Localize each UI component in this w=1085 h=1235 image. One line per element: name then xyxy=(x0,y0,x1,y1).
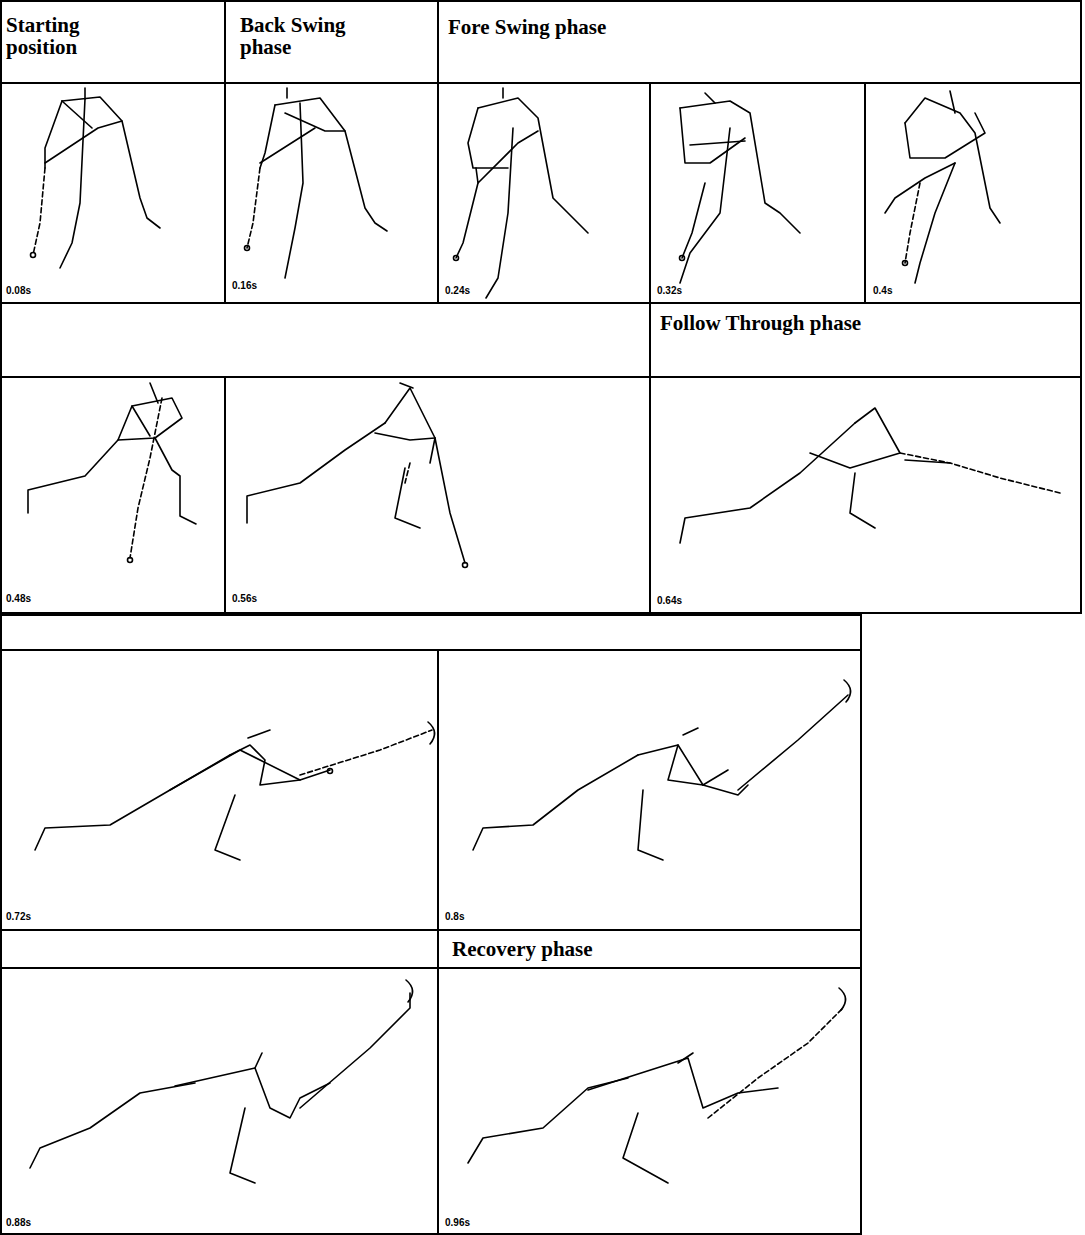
body-segment xyxy=(300,730,432,775)
body-segment xyxy=(473,755,638,850)
stick-figures xyxy=(28,88,1060,1183)
body-segment xyxy=(680,101,800,233)
body-segment xyxy=(247,168,260,248)
body-segment xyxy=(486,128,513,298)
body-segment xyxy=(230,745,300,785)
body-segment xyxy=(275,98,387,231)
body-segment xyxy=(905,98,1000,223)
body-segment xyxy=(810,408,900,468)
bracket-mark xyxy=(844,680,851,702)
body-segment xyxy=(705,93,715,103)
body-segment xyxy=(285,103,303,278)
time-label: 0.8s xyxy=(444,912,465,923)
body-segment xyxy=(950,91,955,113)
body-segment xyxy=(260,128,315,163)
body-segment xyxy=(905,183,920,263)
body-segment xyxy=(435,438,465,563)
phase-heading: Follow Through phase xyxy=(660,312,1060,334)
time-label: 0.4s xyxy=(872,286,893,297)
body-segment xyxy=(132,406,150,436)
body-segment xyxy=(476,131,538,183)
body-segment xyxy=(155,438,196,524)
club-head xyxy=(128,558,133,563)
body-segment xyxy=(175,1068,330,1118)
body-segment xyxy=(638,790,663,860)
body-segment xyxy=(738,695,848,790)
body-segment xyxy=(300,993,410,1108)
body-segment xyxy=(703,785,748,795)
body-segment xyxy=(623,1113,668,1183)
body-segment xyxy=(385,388,435,463)
body-segment xyxy=(690,141,745,145)
body-segment xyxy=(678,1053,693,1063)
phase-heading: Recovery phase xyxy=(452,938,832,960)
body-segment xyxy=(247,423,385,523)
body-segment xyxy=(682,183,705,258)
body-segment xyxy=(456,183,478,258)
body-segment xyxy=(638,745,728,785)
time-label: 0.88s xyxy=(5,1218,32,1229)
phase-heading: Back Swing phase xyxy=(240,14,390,58)
body-segment xyxy=(248,730,270,738)
body-segment xyxy=(255,1053,262,1068)
body-segment xyxy=(33,168,45,255)
body-segment xyxy=(215,795,240,860)
time-label: 0.72s xyxy=(5,912,32,923)
time-label: 0.32s xyxy=(656,286,683,297)
body-segment xyxy=(680,128,730,283)
phase-heading: Starting position xyxy=(6,14,136,58)
body-segment xyxy=(395,468,420,528)
bracket-mark xyxy=(406,980,413,1002)
time-label: 0.24s xyxy=(444,286,471,297)
body-segment xyxy=(118,398,182,440)
body-segment xyxy=(683,728,698,735)
time-label: 0.56s xyxy=(231,594,258,605)
body-segment xyxy=(405,463,410,483)
body-segment xyxy=(60,99,85,268)
club-head xyxy=(31,253,36,258)
bracket-mark xyxy=(428,722,435,744)
time-label: 0.08s xyxy=(5,286,32,297)
time-label: 0.96s xyxy=(444,1218,471,1229)
body-segment xyxy=(230,1108,255,1183)
body-segment xyxy=(84,88,86,99)
club-head xyxy=(454,256,459,261)
body-segment xyxy=(28,440,118,513)
body-segment xyxy=(502,88,504,98)
body-segment xyxy=(468,1078,628,1163)
club-head xyxy=(463,563,468,568)
body-segment xyxy=(905,113,985,158)
time-label: 0.48s xyxy=(5,594,32,605)
body-segment xyxy=(900,453,1060,493)
body-segment xyxy=(588,1058,778,1108)
body-segment xyxy=(915,163,955,283)
body-segment xyxy=(62,101,92,128)
club-head xyxy=(328,769,333,774)
body-segment xyxy=(668,745,703,785)
body-segment xyxy=(680,423,855,543)
phase-heading: Fore Swing phase xyxy=(448,16,848,38)
body-segment xyxy=(400,383,413,388)
body-segment xyxy=(35,755,230,850)
body-segment xyxy=(375,433,435,440)
club-head xyxy=(903,261,908,266)
body-segment xyxy=(62,97,160,228)
bracket-mark xyxy=(839,988,846,1010)
time-label: 0.16s xyxy=(231,281,258,292)
body-segment xyxy=(850,473,875,528)
body-segment xyxy=(170,750,330,790)
body-segment xyxy=(130,398,162,558)
body-segment xyxy=(30,1083,195,1168)
body-segment xyxy=(680,108,745,163)
body-segment xyxy=(285,113,345,131)
time-label: 0.64s xyxy=(656,596,683,607)
body-segment xyxy=(150,383,158,403)
body-segment xyxy=(286,88,288,98)
club-head xyxy=(680,256,685,261)
club-head xyxy=(245,246,250,251)
body-segment xyxy=(708,1008,843,1118)
